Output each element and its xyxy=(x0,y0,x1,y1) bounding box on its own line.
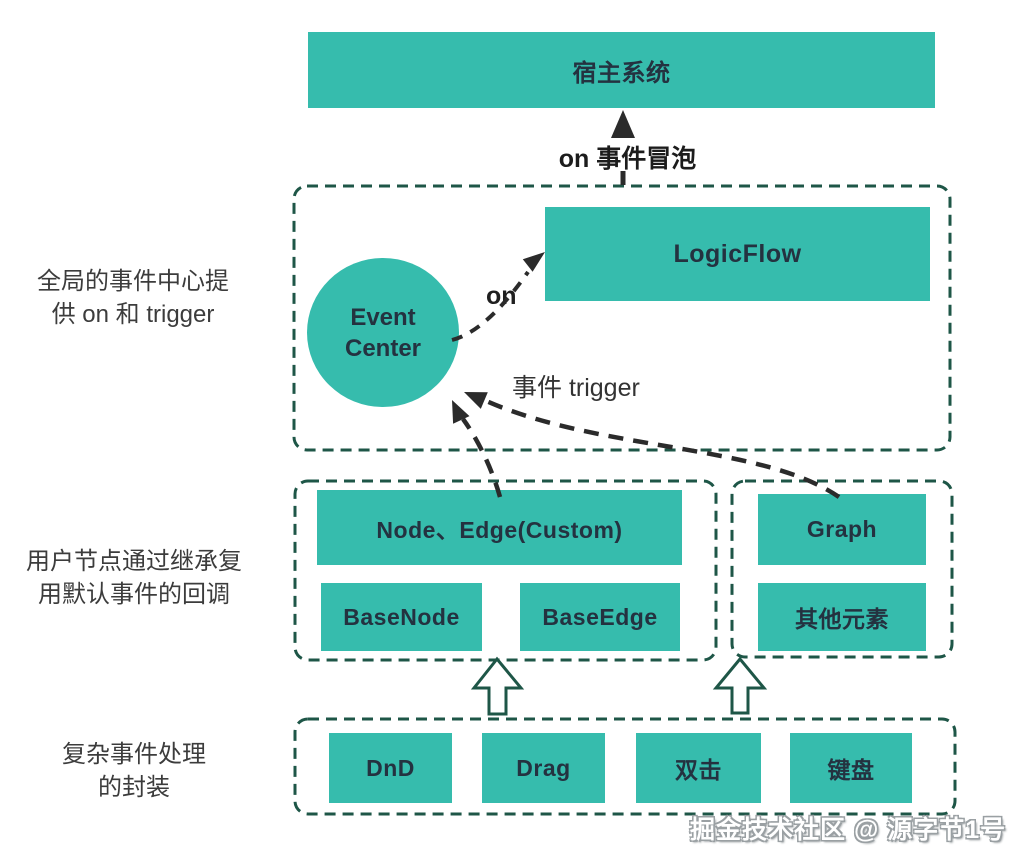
node-edge-custom-box: Node、Edge(Custom) xyxy=(317,490,682,565)
event-section-side-label-line1: 全局的事件中心提 xyxy=(37,268,229,295)
logicflow-box: LogicFlow xyxy=(545,207,930,301)
watermark: 掘金技术社区 @ 源字节1号 xyxy=(690,816,1007,844)
event-center-circle: Event Center xyxy=(307,258,459,407)
event-center-line2: Center xyxy=(344,334,422,362)
trigger-arrow-from-node-arrowhead-icon xyxy=(452,400,470,424)
host-system-box: 宿主系统 xyxy=(308,32,935,108)
node-section-side-label-line1: 用户节点通过继承复 xyxy=(26,548,242,575)
node-section-side-label-line2: 用默认事件的回调 xyxy=(38,581,230,608)
event-section-side-label: 全局的事件中心提 供 on 和 trigger xyxy=(8,265,258,331)
keyboard-box: 键盘 xyxy=(790,733,912,803)
hollow-up-arrow-left-icon xyxy=(470,656,525,716)
drag-box: Drag xyxy=(482,733,605,803)
interaction-section-side-label: 复杂事件处理 的封装 xyxy=(8,738,260,804)
event-trigger-label: 事件 trigger xyxy=(512,374,640,402)
dnd-box: DnD xyxy=(329,733,452,803)
node-section-side-label: 用户节点通过继承复 用默认事件的回调 xyxy=(8,545,260,611)
graph-box: Graph xyxy=(758,494,926,565)
base-node-box: BaseNode xyxy=(321,583,482,651)
event-bubble-label: on 事件冒泡 xyxy=(558,145,697,173)
hollow-up-arrow-right-icon xyxy=(712,656,768,715)
trigger-arrow-from-node-dashed xyxy=(461,417,503,498)
on-arc-arrowhead-icon xyxy=(522,252,545,272)
trigger-arrow-from-graph-dashed xyxy=(483,397,841,499)
base-edge-box: BaseEdge xyxy=(520,583,680,651)
double-click-box: 双击 xyxy=(636,733,761,803)
interaction-section-side-label-line2: 的封装 xyxy=(98,774,170,801)
on-edge-label: on xyxy=(486,282,517,310)
interaction-section-side-label-line1: 复杂事件处理 xyxy=(62,741,206,768)
arrow-up-to-host-icon xyxy=(611,110,635,138)
event-center-line1: Event xyxy=(350,303,416,331)
event-section-side-label-line2: 供 on 和 trigger xyxy=(51,301,215,328)
other-elements-box: 其他元素 xyxy=(758,583,926,651)
trigger-arrow-from-graph-arrowhead-icon xyxy=(464,392,488,409)
